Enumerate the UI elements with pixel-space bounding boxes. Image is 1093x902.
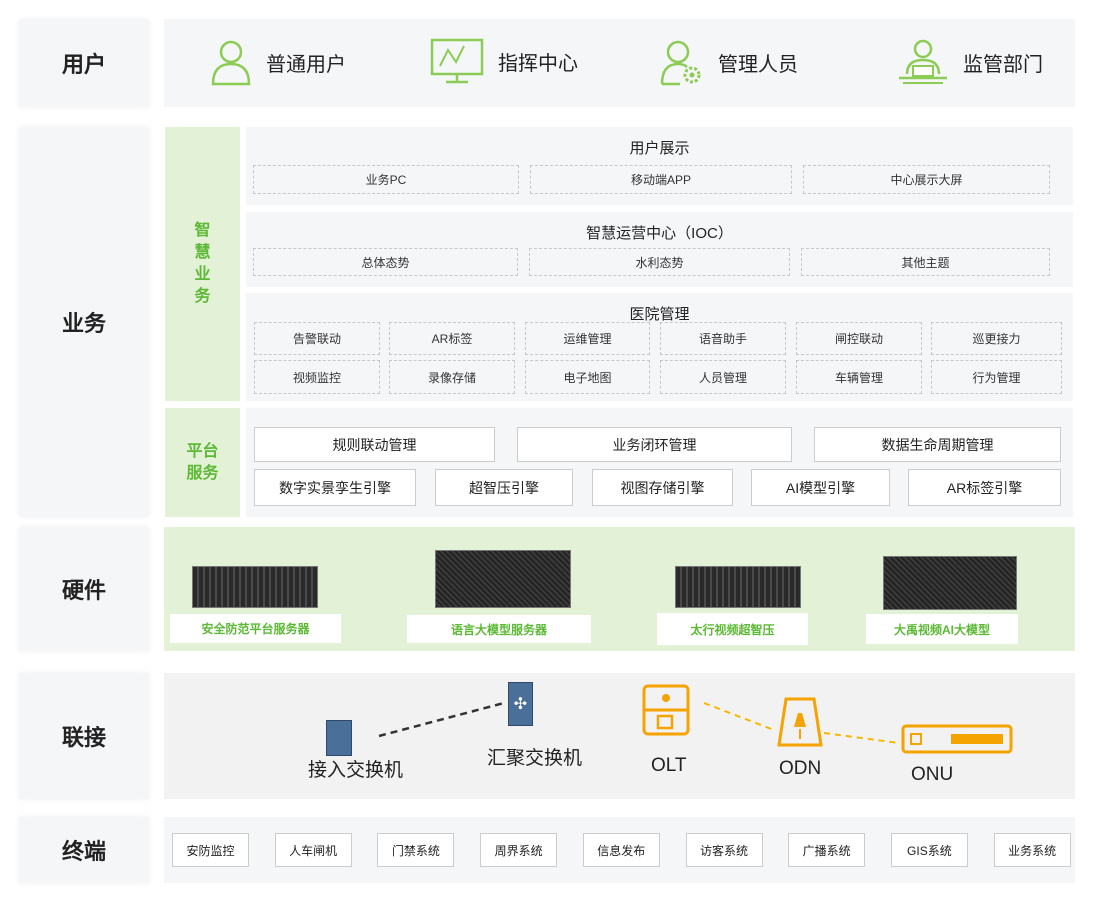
section-title: 智慧运营中心（IOC） (586, 225, 733, 242)
hospital-item: 语音助手 (660, 322, 786, 355)
connect-panel (164, 673, 1075, 799)
terminal-item: 人车闸机 (274, 833, 352, 867)
platform-service-label: 平台 服务 (165, 408, 240, 517)
ioc-item: 水利态势 (529, 248, 790, 276)
aggregation-switch-label: 汇聚交换机 (487, 748, 583, 769)
person-icon (211, 40, 251, 86)
terminal-item: 业务系统 (993, 833, 1071, 867)
platform-item: 数据生命周期管理 (814, 427, 1061, 462)
monitor-chart-icon (430, 38, 484, 84)
user-item: 监管部门 (897, 38, 1043, 86)
hardware-label: 安全防范平台服务器 (170, 614, 341, 643)
user-label: 监管部门 (963, 53, 1043, 76)
user-item: 管理人员 (660, 38, 798, 86)
onu-icon (901, 724, 1013, 754)
odn-icon (777, 697, 823, 747)
hardware-label: 太行视频超智压 (657, 613, 808, 645)
hospital-item: 人员管理 (660, 360, 786, 394)
hospital-item: 行为管理 (931, 360, 1062, 394)
hospital-item: 运维管理 (525, 322, 650, 355)
section-title: 用户展示 (629, 140, 690, 157)
smart-business-label: 智 慧 业 务 (165, 127, 240, 401)
terminal-item: 门禁系统 (377, 833, 455, 867)
access-switch-icon (326, 720, 352, 756)
olt-icon (642, 684, 690, 736)
display-item: 中心展示大屏 (803, 165, 1050, 194)
access-switch-label: 接入交换机 (308, 760, 404, 781)
terminal-item: GIS系统 (890, 833, 968, 867)
server-image (675, 566, 801, 608)
terminal-item: 信息发布 (582, 833, 660, 867)
platform-item: AR标签引擎 (908, 469, 1061, 506)
display-item: 移动端APP (530, 165, 792, 194)
server-image (192, 566, 318, 608)
section-title: 医院管理 (629, 306, 690, 323)
hardware-label: 大禹视频AI大模型 (866, 614, 1018, 644)
olt-label: OLT (651, 755, 687, 776)
hospital-item: 录像存储 (389, 360, 515, 394)
platform-item: AI模型引擎 (751, 469, 890, 506)
terminal-item: 周界系统 (480, 833, 558, 867)
connection-lines (378, 701, 900, 744)
odn-label: ODN (779, 758, 822, 779)
platform-item: 数字实景孪生引擎 (254, 469, 416, 506)
user-label: 指挥中心 (498, 52, 578, 75)
server-image (883, 556, 1017, 610)
hospital-item: 告警联动 (254, 322, 380, 355)
layer-label-terminal: 终端 (19, 817, 149, 883)
layer-label-hardware: 硬件 (19, 527, 149, 651)
user-panel (164, 19, 1075, 107)
hospital-item: 车辆管理 (796, 360, 922, 394)
layer-label-connect: 联接 (19, 673, 149, 799)
hospital-item: 闸控联动 (796, 322, 922, 355)
layer-label-user: 用户 (19, 19, 149, 107)
terminal-item: 广播系统 (788, 833, 866, 867)
platform-item: 规则联动管理 (254, 427, 495, 462)
user-item: 指挥中心 (430, 38, 578, 84)
server-image (435, 550, 571, 608)
hospital-item: 电子地图 (525, 360, 650, 394)
user-label: 普通用户 (266, 53, 346, 76)
hospital-item: 视频监控 (254, 360, 380, 394)
user-label: 管理人员 (718, 53, 798, 76)
layer-label-business: 业务 (19, 127, 149, 517)
person-gear-icon (660, 40, 701, 86)
terminal-item: 安防监控 (172, 833, 249, 867)
platform-item: 超智压引擎 (435, 469, 573, 506)
ioc-item: 总体态势 (253, 248, 518, 276)
platform-item: 业务闭环管理 (517, 427, 792, 462)
person-laptop-icon (899, 39, 947, 84)
terminal-item: 访客系统 (685, 833, 763, 867)
user-item: 普通用户 (210, 38, 346, 86)
platform-item: 视图存储引擎 (592, 469, 733, 506)
onu-label: ONU (911, 764, 954, 785)
aggregation-switch-icon: ✣ (508, 682, 533, 726)
display-item: 业务PC (253, 165, 519, 194)
hospital-item: 巡更接力 (931, 322, 1062, 355)
hospital-item: AR标签 (389, 322, 515, 355)
ioc-item: 其他主题 (801, 248, 1050, 276)
hardware-label: 语言大模型服务器 (407, 615, 591, 643)
